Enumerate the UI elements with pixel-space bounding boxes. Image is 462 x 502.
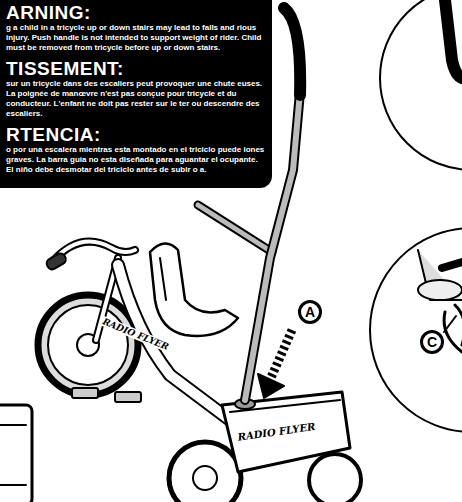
callout-circle: C <box>420 330 444 354</box>
rear-wheel <box>169 442 241 502</box>
callout-letter: A <box>305 305 315 319</box>
rear-wheel <box>0 405 32 502</box>
callout-letter: C <box>427 335 437 349</box>
detail-circle <box>380 0 462 170</box>
warning-text: o por una escalera mientras esta montado… <box>6 145 266 175</box>
handle-grip <box>284 8 300 95</box>
warning-heading: TISSEMENT: <box>6 58 266 79</box>
warning-text: sur un tricycle dans des escaliers peut … <box>6 79 266 119</box>
callout-circle: A <box>298 300 322 324</box>
seat <box>150 243 238 335</box>
front-wheel <box>38 295 138 395</box>
detail-circle <box>370 228 462 432</box>
insert-arrow <box>270 330 292 380</box>
storage-basket <box>222 392 350 472</box>
warning-panel: ARNING:g a child in a tricycle up or dow… <box>0 0 272 188</box>
warning-text: g a child in a tricycle up or down stair… <box>6 23 266 53</box>
warning-heading: ARNING: <box>6 2 266 23</box>
warning-heading: RTENCIA: <box>6 124 266 145</box>
